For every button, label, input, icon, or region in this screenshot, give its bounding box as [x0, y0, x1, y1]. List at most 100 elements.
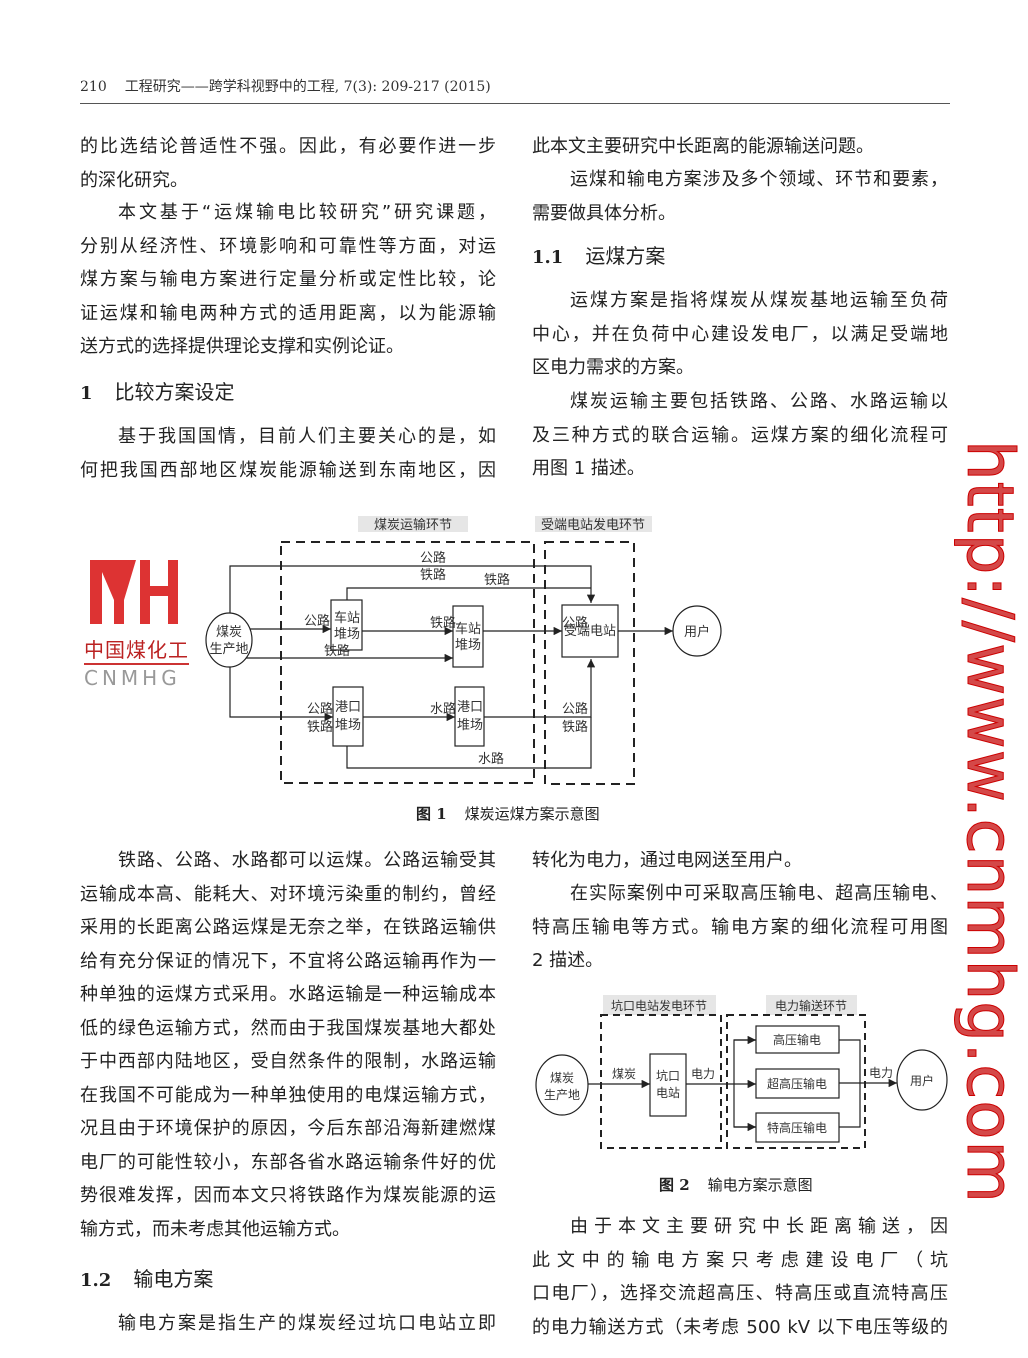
label-road: 公路 — [562, 701, 588, 717]
label-rail: 铁路 — [324, 643, 350, 659]
receiving-stage-box — [544, 541, 635, 785]
label: 生产地 — [544, 1088, 580, 1102]
label-water: 水路 — [478, 751, 504, 767]
text-line: 2 描述。 — [532, 950, 604, 971]
text-line: 用图 1 描述。 — [532, 458, 645, 479]
text-line: 在我国不可能成为一种单独使用的电煤运输方式， — [80, 1084, 496, 1106]
logo-text-en: CNMHG — [84, 666, 181, 690]
station-yard-2 — [452, 605, 484, 668]
text-line: 煤炭运输主要包括铁路、公路、水路运输以 — [570, 391, 948, 412]
label-uhv: 特高压输电 — [767, 1120, 827, 1135]
text-line: 运煤方案是指将煤炭从煤炭基地运输至负荷 — [570, 290, 948, 311]
label: 堆场 — [457, 718, 483, 733]
running-header: 210 工程研究——跨学科视野中的工程, 7(3): 209-217 (2015) — [80, 76, 491, 96]
logo-text-cn: 中国煤化工 — [84, 634, 189, 665]
text-line: 及三种方式的联合运输。运煤方案的细化流程可 — [532, 424, 948, 446]
transmission-stage-box — [726, 1014, 866, 1149]
label: 用户 — [910, 1073, 934, 1088]
label-rail: 铁路 — [307, 719, 333, 735]
watermark-url: http://www.cnmhg.com — [952, 440, 1027, 1205]
label-rail: 铁路 — [562, 719, 588, 735]
text-line: 电厂的可能性较小，东部各省水路运输条件好的优 — [80, 1151, 496, 1173]
label-road: 公路 — [304, 613, 330, 629]
label: 受端电站 — [564, 624, 616, 639]
text-line: 运输成本高、能耗大、对环境污染重的制约，曾经 — [80, 883, 496, 905]
text-line: 此文中的输电方案只考虑建设电厂（坑 — [532, 1249, 948, 1271]
figure-1-caption: 图 1 煤炭运煤方案示意图 — [416, 803, 600, 824]
section-number: 1.2 — [80, 1270, 112, 1291]
label-rail: 铁路 — [430, 615, 456, 631]
label-plant-stage: 坑口电站发电环节 — [611, 998, 707, 1013]
text-line: 给有充分保证的情况下，不宜将公路运输再作为一 — [80, 950, 496, 972]
text-line: 证运煤和输电两种方式的适用距离，以为能源输 — [80, 302, 496, 324]
port-yard-1 — [332, 686, 364, 747]
text-line: 分别从经济性、环境影响和可靠性等方面，对运 — [80, 235, 496, 257]
section-title: 比较方案设定 — [114, 380, 235, 404]
text-line: 况且由于环境保护的原因，今后东部沿海新建燃煤 — [80, 1118, 496, 1139]
text-line: 的电力输送方式（未考虑 500 kV 以下电压等级的 — [532, 1316, 948, 1338]
label-ehv: 超高压输电 — [767, 1076, 827, 1091]
label-transport-stage: 煤炭运输环节 — [374, 517, 452, 533]
text-line: 由于本文主要研究中长距离输送，因 — [570, 1216, 948, 1237]
text-line: 本文基于“运煤输电比较研究”研究课题， — [118, 202, 496, 223]
text-line: 的比选结论普适性不强。因此，有必要作进一步 — [80, 136, 496, 157]
journal-citation: 工程研究——跨学科视野中的工程, 7(3): 209-217 (2015) — [124, 79, 491, 95]
label: 车站 — [334, 610, 360, 626]
coal-source-node — [535, 1054, 589, 1116]
label-road: 公路 — [307, 701, 333, 717]
label: 堆场 — [455, 638, 481, 653]
figure-2-power-transmission-diagram: 坑口电站发电环节 电力输送环节 煤炭 生产地 煤炭 坑口 电站 电力 高压输电 … — [535, 995, 948, 1149]
label-coal: 煤炭 — [612, 1067, 636, 1081]
text-line: 在实际案例中可采取高压输电、超高压输电、 — [570, 883, 948, 904]
figure-1-coal-transport-diagram: 煤炭运输环节 受端电站发电环节 煤炭 生产地 车站 堆场 车站 堆场 港口 堆场… — [205, 516, 722, 785]
label-hv: 高压输电 — [773, 1032, 821, 1047]
label: 电站 — [656, 1086, 680, 1100]
cnmhg-logo-mark — [90, 560, 178, 624]
text-line: 于中西部内陆地区，受自然条件的限制，水路运输 — [80, 1051, 496, 1072]
figure-number: 图 1 — [416, 805, 447, 823]
section-title: 运煤方案 — [585, 244, 666, 268]
figure-number: 图 2 — [659, 1176, 690, 1194]
label-receiving-stage: 受端电站发电环节 — [541, 517, 645, 533]
transport-stage-box — [280, 541, 535, 784]
label-coal: 煤炭 — [216, 625, 242, 640]
text-line: 势很难发挥，因而本文只将铁路作为煤炭能源的运 — [80, 1185, 496, 1206]
text-line: 中心，并在负荷中心建设发电厂，以满足受端地 — [532, 323, 948, 345]
section-number: 1.1 — [532, 247, 564, 268]
text-line: 的深化研究。 — [80, 169, 188, 191]
text-line: 基于我国国情，目前人们主要关心的是，如 — [118, 426, 496, 447]
label: 车站 — [455, 621, 481, 637]
label: 堆场 — [334, 627, 360, 642]
label-water: 水路 — [430, 701, 456, 717]
text-line: 输电方案是指生产的煤炭经过坑口电站立即 — [118, 1313, 496, 1334]
text-line: 运煤和输电方案涉及多个领域、环节和要素， — [570, 169, 948, 190]
label: 堆场 — [335, 718, 361, 733]
section-title: 输电方案 — [133, 1267, 214, 1291]
port-yard-2 — [454, 686, 485, 747]
plant-stage-box — [600, 1014, 722, 1149]
label-rail: 铁路 — [420, 567, 446, 583]
text-line: 口电厂），选择交流超高压、特高压或直流特高压 — [532, 1283, 948, 1304]
label: 坑口 — [656, 1068, 680, 1083]
label-road: 公路 — [420, 550, 446, 566]
section-heading: 1.2 输电方案 — [80, 1266, 213, 1294]
coal-source-node — [205, 612, 253, 668]
header-rule — [80, 103, 950, 104]
label-power: 电力 — [691, 1067, 715, 1081]
text-line: 煤方案与输电方案进行定量分析或定性比较，论 — [80, 269, 496, 290]
label-transmission-stage: 电力输送环节 — [775, 998, 847, 1013]
page-number: 210 — [80, 79, 107, 95]
text-line: 铁路、公路、水路都可以运煤。公路运输受其 — [118, 850, 496, 871]
text-line: 输方式，而未考虑其他运输方式。 — [80, 1218, 350, 1240]
text-line: 此本文主要研究中长距离的能源输送问题。 — [532, 136, 874, 157]
user-node — [896, 1049, 948, 1111]
label: 港口 — [335, 700, 361, 715]
text-line: 需要做具体分析。 — [532, 202, 676, 224]
text-line: 采用的长距离公路运煤是无奈之举，在铁路运输供 — [80, 917, 496, 938]
text-line: 种单独的运煤方式采用。水路运输是一种运输成本 — [80, 984, 496, 1005]
caption-text: 煤炭运煤方案示意图 — [464, 805, 600, 823]
text-line: 送方式的选择提供理论支撑和实例论证。 — [80, 336, 404, 357]
text-line: 何把我国西部地区煤炭能源输送到东南地区，因 — [80, 459, 496, 481]
text-line: 转化为电力，通过电网送至用户。 — [532, 850, 802, 871]
